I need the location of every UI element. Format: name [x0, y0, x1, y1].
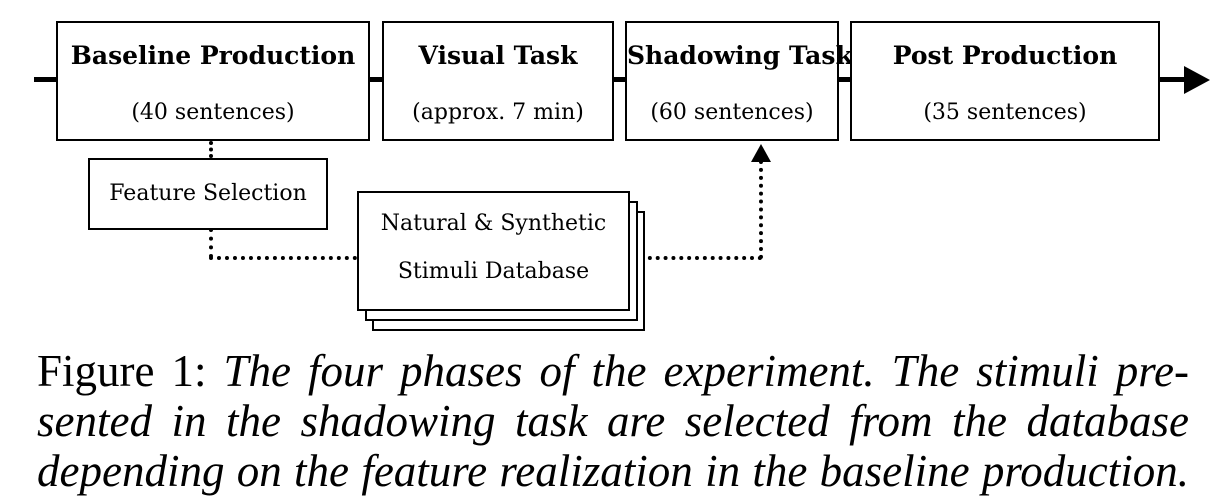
timeline-segment-2-3	[612, 77, 628, 82]
dotted-connector-feature-down	[209, 228, 213, 258]
timeline-end-segment	[1158, 77, 1188, 82]
phase-subtitle: (60 sentences)	[650, 100, 814, 125]
timeline-arrow-icon	[1184, 66, 1210, 94]
phase-title: Shadowing Task	[627, 41, 853, 70]
phase-box-visual-task: Visual Task (approx. 7 min)	[382, 21, 614, 141]
arrow-up-icon	[751, 144, 771, 162]
timeline-segment-1-2	[368, 77, 384, 82]
phase-title: Visual Task	[418, 41, 578, 70]
phase-title: Baseline Production	[70, 41, 356, 70]
dotted-connector-up-to-shadowing	[759, 160, 763, 259]
timeline-start-segment	[34, 77, 56, 82]
caption-line-3: depending on the feature realization in …	[37, 446, 1189, 496]
dotted-connector-from-database	[640, 256, 762, 260]
phase-subtitle: (35 sentences)	[923, 100, 1087, 125]
caption-line-1: Figure 1: The four phases of the experim…	[37, 346, 1189, 396]
phase-box-post-production: Post Production (35 sentences)	[850, 21, 1160, 141]
phase-subtitle: (40 sentences)	[131, 100, 295, 125]
stimuli-database-box: Natural & Synthetic Stimuli Database	[357, 191, 630, 311]
feature-selection-box: Feature Selection	[88, 158, 328, 230]
dotted-connector-to-database	[209, 256, 365, 260]
figure-caption: Figure 1: The four phases of the experim…	[37, 346, 1189, 496]
caption-line-2: sented in the shadowing task are selecte…	[37, 396, 1189, 446]
phase-box-baseline-production: Baseline Production (40 sentences)	[56, 21, 370, 141]
database-label-line2: Stimuli Database	[397, 259, 590, 284]
database-label-line1: Natural & Synthetic	[380, 211, 607, 236]
caption-label: Figure 1:	[37, 346, 207, 396]
feature-selection-label: Feature Selection	[109, 181, 307, 206]
phase-box-shadowing-task: Shadowing Task (60 sentences)	[625, 21, 853, 141]
caption-text-1: The four phases of the experiment. The s…	[223, 346, 1190, 396]
phase-title: Post Production	[892, 41, 1118, 70]
dotted-connector-baseline-to-feature	[209, 141, 213, 158]
phase-subtitle: (approx. 7 min)	[412, 100, 584, 125]
timeline-segment-3-4	[836, 77, 852, 82]
experiment-phases-diagram: Baseline Production (40 sentences) Visua…	[34, 21, 1210, 331]
